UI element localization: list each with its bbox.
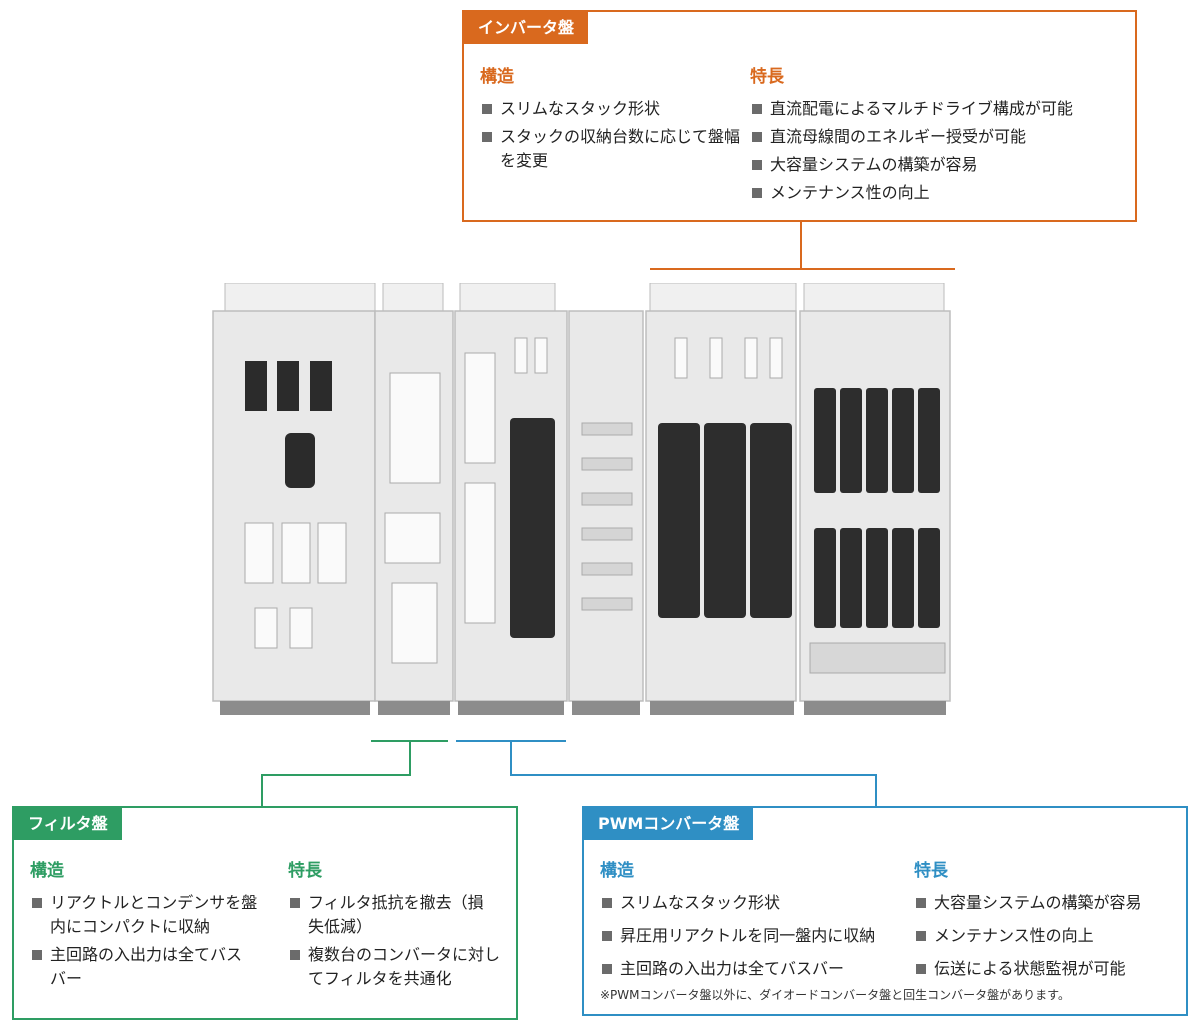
filter-connector-drop xyxy=(409,740,411,775)
inverter-feature-item: 直流母線間のエネルギー授受が可能 xyxy=(750,125,1130,149)
inverter-feature-item: 直流配電によるマルチドライブ構成が可能 xyxy=(750,97,1130,121)
cabinet-lineup-illustration xyxy=(212,283,951,715)
pwm-connector-drop xyxy=(510,740,512,775)
filter-features-heading: 特長 xyxy=(288,861,322,881)
pwm-connector-down xyxy=(875,774,877,807)
pwm-features-heading: 特長 xyxy=(914,861,948,881)
inverter-structure-item: スタックの収納台数に応じて盤幅を変更 xyxy=(480,125,740,173)
pwm-structure-item: スリムなスタック形状 xyxy=(600,891,910,915)
pwm-structure-item: 昇圧用リアクトルを同一盤内に収納 xyxy=(600,924,910,948)
filter-structure-heading: 構造 xyxy=(30,861,64,881)
inverter-features-heading: 特長 xyxy=(750,67,784,87)
filter-feature-item: フィルタ抵抗を撤去（損失低減） xyxy=(288,891,498,939)
pwm-structure-item: 主回路の入出力は全てバスバー xyxy=(600,957,910,981)
pwm-feature-item: メンテナンス性の向上 xyxy=(914,924,1184,948)
pwm-panel-tag: PWMコンバータ盤 xyxy=(584,808,754,840)
pwm-connector-run xyxy=(510,774,877,776)
pwm-footnote: ※PWMコンバータ盤以外に、ダイオードコンバータ盤と回生コンバータ盤があります。 xyxy=(600,988,1070,1002)
filter-panel-box: フィルタ盤 構造 リアクトルとコンデンサを盤内にコンパクトに収納 主回路の入出力… xyxy=(12,806,518,1020)
inverter-panel-tag: インバータ盤 xyxy=(464,12,589,44)
filter-structure-item: リアクトルとコンデンサを盤内にコンパクトに収納 xyxy=(30,891,270,939)
filter-panel-tag: フィルタ盤 xyxy=(14,808,122,840)
inverter-connector-horizontal xyxy=(650,268,955,270)
filter-connector-down xyxy=(261,774,263,807)
inverter-feature-item: 大容量システムの構築が容易 xyxy=(750,153,1130,177)
inverter-structure-item: スリムなスタック形状 xyxy=(480,97,750,121)
filter-connector-run xyxy=(261,774,411,776)
pwm-structure-heading: 構造 xyxy=(600,861,634,881)
inverter-structure-heading: 構造 xyxy=(480,67,514,87)
pwm-panel-box: PWMコンバータ盤 構造 スリムなスタック形状 昇圧用リアクトルを同一盤内に収納… xyxy=(582,806,1188,1016)
filter-feature-item: 複数台のコンバータに対してフィルタを共通化 xyxy=(288,943,513,991)
filter-structure-item: 主回路の入出力は全てバスバー xyxy=(30,943,250,991)
inverter-connector-vertical xyxy=(800,222,802,269)
inverter-panel-box: インバータ盤 構造 スリムなスタック形状 スタックの収納台数に応じて盤幅を変更 … xyxy=(462,10,1137,222)
pwm-feature-item: 大容量システムの構築が容易 xyxy=(914,891,1184,915)
pwm-feature-item: 伝送による状態監視が可能 xyxy=(914,957,1184,981)
inverter-feature-item: メンテナンス性の向上 xyxy=(750,181,1130,205)
